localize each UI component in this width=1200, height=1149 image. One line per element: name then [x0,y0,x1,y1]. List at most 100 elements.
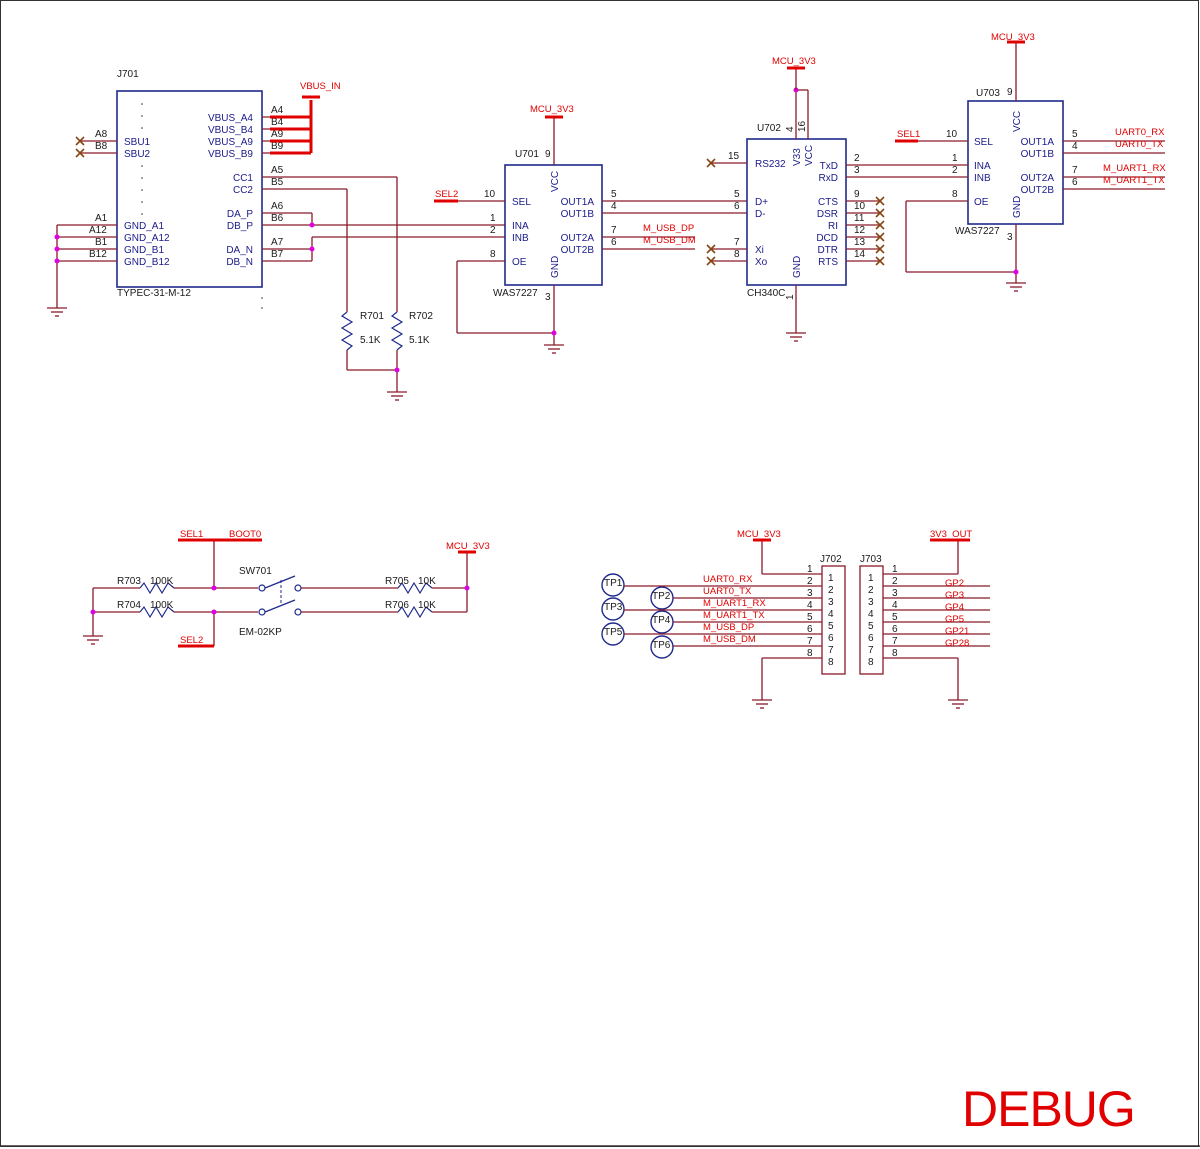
j701-pin-name: GND_A12 [124,233,170,244]
u702-pin-num: 3 [854,165,860,176]
sheet-title: DEBUG [962,1081,1135,1137]
j703-pin-num: 1 [892,564,898,575]
boot0-label: BOOT0 [229,529,261,540]
j701-pin-num: B1 [95,237,108,248]
u702-power-net: MCU_3V3 [772,56,816,90]
j702-pin-num: 7 [807,636,813,647]
u702-pin-name: Xi [755,245,764,256]
u701-ref: U701 [515,149,539,160]
j701-pin-num: B8 [95,141,108,152]
j701-pin-name: GND_B1 [124,245,164,256]
j703-net-label: GP2 [945,578,964,589]
j701-ref: J701 [117,69,139,80]
u702-value: CH340C [747,288,785,299]
j703-pin-label: 5 [868,621,874,632]
u703-pin-num: 2 [952,165,958,176]
r702-resistor[interactable]: R702 5.1K [390,177,433,392]
j703-header[interactable]: J703 1 2 3 4 5 6 7 8 1 2 3 4 5 6 7 8 GP2… [859,529,990,700]
j701-pin-name: DB_P [227,221,253,232]
3v3-out-label: 3V3_OUT [930,529,972,540]
ground-symbol [387,391,407,401]
j703-pin-label: 2 [868,585,874,596]
j701-pin-name: VBUS_A9 [208,137,253,148]
u703-pin-name: OUT1A [1021,137,1055,148]
pullup-resistors[interactable]: R705 10K R706 10K MCU_3V3 [301,541,490,619]
j701-pin-num: A12 [89,225,107,236]
ground-symbol [752,699,772,709]
j703-pin-num: 3 [892,588,898,599]
u701-pin-num: 3 [545,292,551,303]
mcu-3v3-label: MCU_3V3 [991,32,1035,43]
j702-pin-label: 3 [828,597,834,608]
boot-select-circuit[interactable]: R703 100K R704 100K SEL1 BOOT0 SEL2 [90,529,263,648]
u701-pin-num: 9 [545,149,551,160]
mcu-3v3-label: MCU_3V3 [446,541,490,552]
j701-pin-num: B6 [271,213,284,224]
j703-pin-label: 7 [868,645,874,656]
r701-resistor[interactable]: R701 5.1K [340,189,384,370]
ground-symbol [83,635,103,645]
no-connect-marker [75,136,85,158]
u703-pin-num: 1 [952,153,958,164]
vbus-in-label: VBUS_IN [300,81,341,92]
u701-pin-num: 4 [611,201,617,212]
vbus-in-net[interactable]: VBUS_IN [270,81,341,155]
m-uart1-rx-label: M_UART1_RX [1103,163,1166,174]
j703-pin-num: 4 [892,600,898,611]
j703-ref: J703 [860,554,882,565]
u701-pin-num: 5 [611,189,617,200]
testpoints[interactable]: TP1 TP2 TP3 TP4 TP5 TP6 [601,573,674,659]
j701-pin-num: A7 [271,237,284,248]
j701-pin-num: A4 [271,105,284,116]
u702-pin-num: 1 [785,294,796,300]
u702-usb-uart-ic[interactable]: U702 CH340C 15 5 6 7 8 RS232 D+ D- Xi Xo… [706,87,945,334]
u702-pin-num: 16 [797,120,808,132]
j703-net-label: GP5 [945,614,964,625]
u702-pin-name: V33 [792,148,803,166]
u701-pin-name: SEL [512,197,531,208]
r706-ref: R706 [385,600,409,611]
u702-pin-num: 9 [854,189,860,200]
u702-ref: U702 [757,123,781,134]
u702-pin-name: GND [792,256,803,278]
u702-pin-name: DTR [817,245,838,256]
j703-net-label: GP3 [945,590,964,601]
usb-data-wires [309,213,505,261]
u703-pin-num: 9 [1007,87,1013,98]
u701-switch-ic[interactable]: U701 WAS7227 10 1 2 8 SEL INA INB OE 5 4… [434,118,755,345]
u702-pin-name: D+ [755,197,768,208]
r704-ref: R704 [117,600,141,611]
j703-pin-label: 4 [868,609,874,620]
sw701-switch[interactable]: SW701 EM-02KP [239,566,302,638]
u703-pin-name: OUT2A [1021,173,1055,184]
r701-value: 5.1K [360,335,381,346]
uart0-rx-label: UART0_RX [1115,127,1165,138]
u703-pin-name: OE [974,197,989,208]
tp2-ref: TP2 [652,591,671,602]
j703-net-label: GP28 [945,638,969,649]
r703-value: 100K [150,576,174,587]
j702-header[interactable]: J702 1 2 3 4 5 6 7 8 1 2 3 4 5 6 7 8 [807,554,846,675]
u701-pin-name: OUT1B [561,209,595,220]
mcu-3v3-label: MCU_3V3 [737,529,781,540]
sw701-value: EM-02KP [239,627,282,638]
u701-pin-num: 8 [490,249,496,260]
j702-net-label: M_UART1_TX [703,610,765,621]
j702-pin-label: 5 [828,621,834,632]
u701-pin-num: 6 [611,237,617,248]
u703-pin-num: 10 [946,129,958,140]
tp3-ref: TP3 [604,602,623,613]
j703-pin-num: 2 [892,576,898,587]
u702-pin-name: VCC [804,145,815,166]
u701-pin-name: VCC [550,171,561,192]
j703-pin-num: 5 [892,612,898,623]
u703-nets: MCU_3V3 SEL1 UART0_RX UART0_TX M_UART1_R… [895,32,1166,186]
j701-pin-name: DA_N [226,245,253,256]
u702-pin-name: DCD [816,233,838,244]
j701-connector[interactable]: J701 TYPEC-31-M-12 A8 B8 SBU1 SBU2 A1 A1… [54,69,398,309]
u702-pin-name: CTS [818,197,838,208]
u703-switch-ic[interactable]: U703 WAS7227 10 1 2 8 SEL INA INB OE 5 4… [895,42,1165,283]
ground-symbol [786,332,806,342]
u703-pin-name: INB [974,173,991,184]
j701-pin-num: A9 [271,129,284,140]
